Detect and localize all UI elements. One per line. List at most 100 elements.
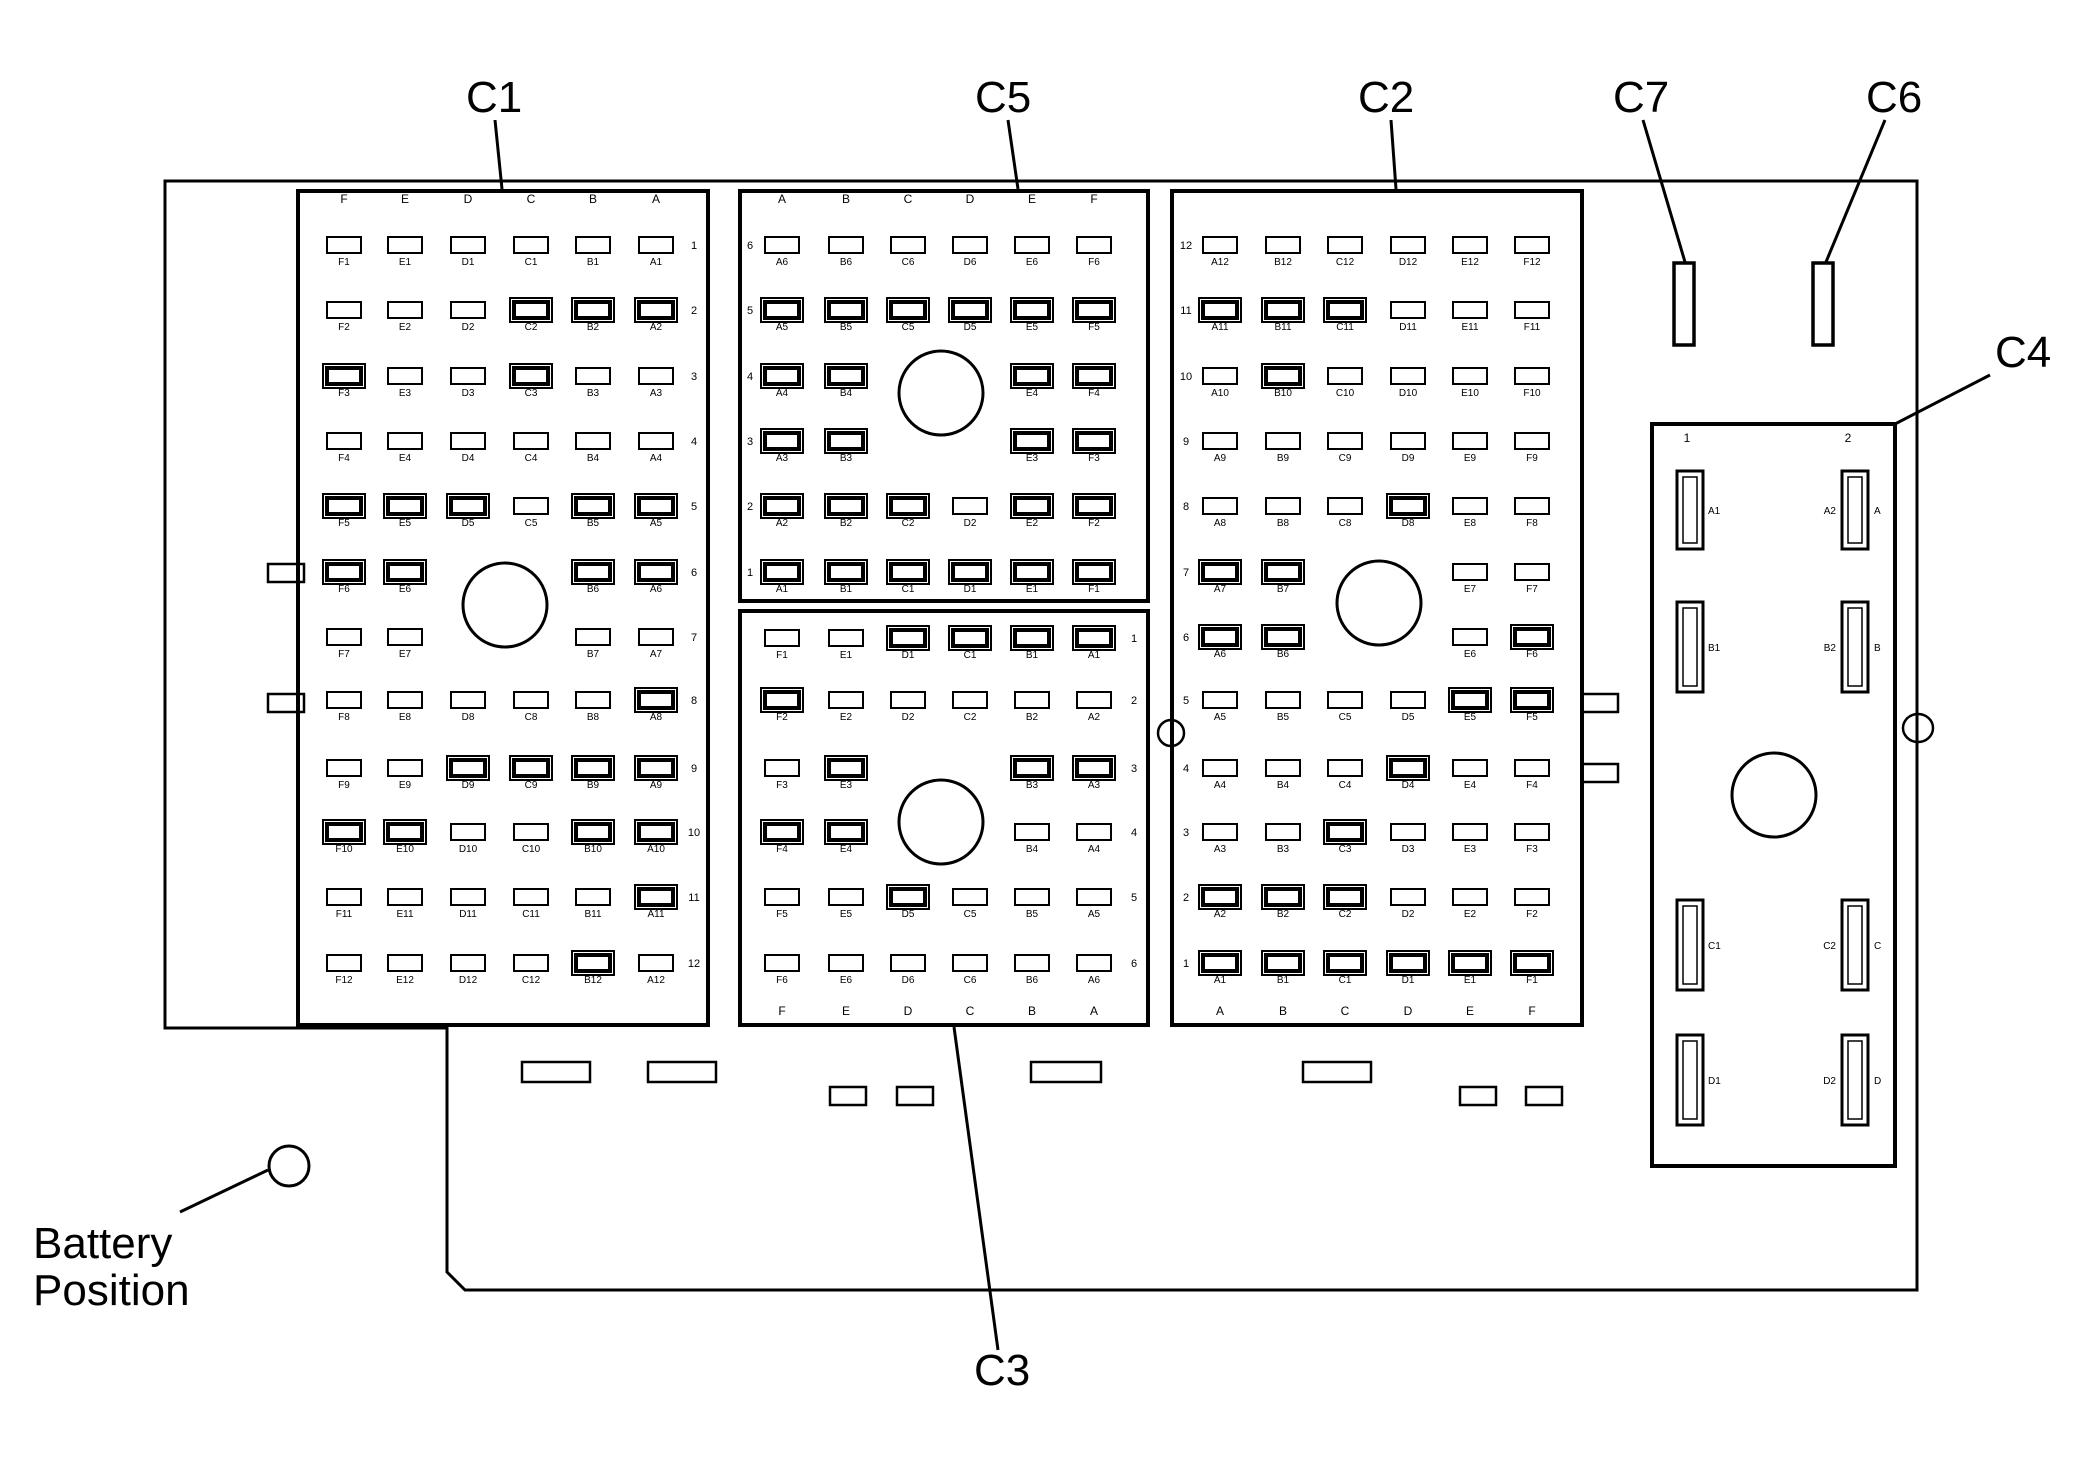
c2-cavity <box>1265 432 1301 450</box>
c1-cavity <box>512 300 550 320</box>
c1-cavity <box>387 888 423 906</box>
c1-cavity-outline <box>571 297 615 323</box>
c1-cavity-label: F3 <box>338 388 350 399</box>
c1-cavity <box>575 628 611 646</box>
c5-cavity <box>827 300 865 320</box>
c1-cavity <box>575 367 611 385</box>
c2-row-number: 7 <box>1183 567 1189 579</box>
c1-cavity-label: F2 <box>338 322 350 333</box>
c1-cavity <box>637 758 675 778</box>
c5-cavity-label: D1 <box>964 584 977 595</box>
c2-cavity <box>1201 562 1239 582</box>
c1-cavity-label: C12 <box>522 975 541 986</box>
c4-terminal-label: D2 <box>1823 1076 1836 1087</box>
c2-cavity-label: A6 <box>1214 649 1227 660</box>
c1-cavity <box>637 562 675 582</box>
c7-connector <box>1672 261 1696 347</box>
c1-cavity-outline <box>446 755 490 781</box>
c3-cavity-label: B4 <box>1026 844 1039 855</box>
battery-label-line1: Battery <box>33 1219 172 1268</box>
c2-cavity-label: B10 <box>1274 388 1292 399</box>
c3-cavity <box>1076 888 1112 906</box>
c2-cavity-label: A3 <box>1214 844 1227 855</box>
c2-cavity <box>1390 432 1426 450</box>
c3-cavity-label: A2 <box>1088 712 1101 723</box>
c3-row-number: 4 <box>1131 827 1137 839</box>
c2-cavity <box>1452 563 1488 581</box>
c6-label: C6 <box>1866 73 1922 122</box>
c2-cavity-label: F7 <box>1526 584 1538 595</box>
c4-connector-frame <box>1650 422 1897 1168</box>
c3-cavity-label: E6 <box>840 975 853 986</box>
c1-row-number: 9 <box>691 763 697 775</box>
c3-column-header: D <box>904 1004 913 1018</box>
c3-cavity <box>764 888 800 906</box>
c5-cavity-label: A4 <box>776 388 789 399</box>
c3-cavity <box>1076 823 1112 841</box>
c1-cavity <box>512 758 550 778</box>
c4-terminal <box>1675 898 1705 992</box>
c1-cavity-label: D9 <box>462 780 475 791</box>
c2-cavity <box>1264 627 1302 647</box>
c1-cavity-outline <box>571 950 615 976</box>
c1-cavity <box>387 367 423 385</box>
c2-cavity <box>1265 759 1301 777</box>
c2-cavity <box>1451 690 1489 710</box>
c3-row-number: 1 <box>1131 633 1137 645</box>
c1-cavity-label: F10 <box>335 844 353 855</box>
c5-cavity-outline <box>824 559 868 585</box>
c1-cavity-outline <box>634 819 678 845</box>
c3-cavity-outline <box>948 625 992 651</box>
c2-cavity <box>1514 759 1550 777</box>
c2-cavity-label: A9 <box>1214 453 1227 464</box>
c3-cavity-label: D6 <box>902 975 915 986</box>
c1-cavity-label: E11 <box>396 909 413 920</box>
c1-row-number: 3 <box>691 371 697 383</box>
c2-cavity <box>1327 367 1363 385</box>
c3-cavity-outline <box>824 819 868 845</box>
c3-connector-frame <box>738 609 1150 1027</box>
c7-label: C7 <box>1613 73 1669 122</box>
c1-cavity <box>386 496 424 516</box>
c5-cavity-label: A6 <box>776 257 789 268</box>
c5-cavity-label: B1 <box>840 584 853 595</box>
c1-cavity-label: D11 <box>459 909 477 920</box>
c5-column-header: D <box>966 192 975 206</box>
c2-cavity-label: F6 <box>1526 649 1538 660</box>
c5-cavity-outline <box>760 428 804 454</box>
c2-cavity <box>1390 301 1426 319</box>
c2-cavity <box>1390 888 1426 906</box>
c2-row-number: 9 <box>1183 436 1189 448</box>
c2-cavity <box>1202 432 1238 450</box>
c2-cavity <box>1327 497 1363 515</box>
c5-cavity <box>951 562 989 582</box>
c1-cavity <box>326 628 362 646</box>
c1-cavity <box>449 758 487 778</box>
c5-column-header: F <box>1090 192 1097 206</box>
c1-cavity-label: C10 <box>522 844 541 855</box>
c1-cavity-outline <box>509 297 553 323</box>
c5-cavity <box>1013 496 1051 516</box>
c1-cavity-outline <box>383 493 427 519</box>
c3-column-header: E <box>842 1004 850 1018</box>
c2-cavity <box>1514 563 1550 581</box>
c3-cavity-label: F4 <box>776 844 788 855</box>
c4-terminal <box>1840 1033 1870 1127</box>
c5-cavity-outline <box>760 493 804 519</box>
c2-cavity-label: F11 <box>1524 322 1541 333</box>
c1-row-number: 7 <box>691 632 697 644</box>
c2-cavity-label: A2 <box>1214 909 1227 920</box>
c3-cavity <box>1075 758 1113 778</box>
c2-cavity-label: B9 <box>1277 453 1290 464</box>
c5-cavity <box>1075 366 1113 386</box>
c2-cavity-label: F9 <box>1526 453 1538 464</box>
c2-cavity-label: B7 <box>1277 584 1290 595</box>
c2-cavity <box>1202 759 1238 777</box>
c1-cavity-label: D3 <box>462 388 475 399</box>
c1-cavity-label: A7 <box>650 649 663 660</box>
c2-cavity-label: D5 <box>1402 712 1415 723</box>
c2-cavity <box>1452 301 1488 319</box>
